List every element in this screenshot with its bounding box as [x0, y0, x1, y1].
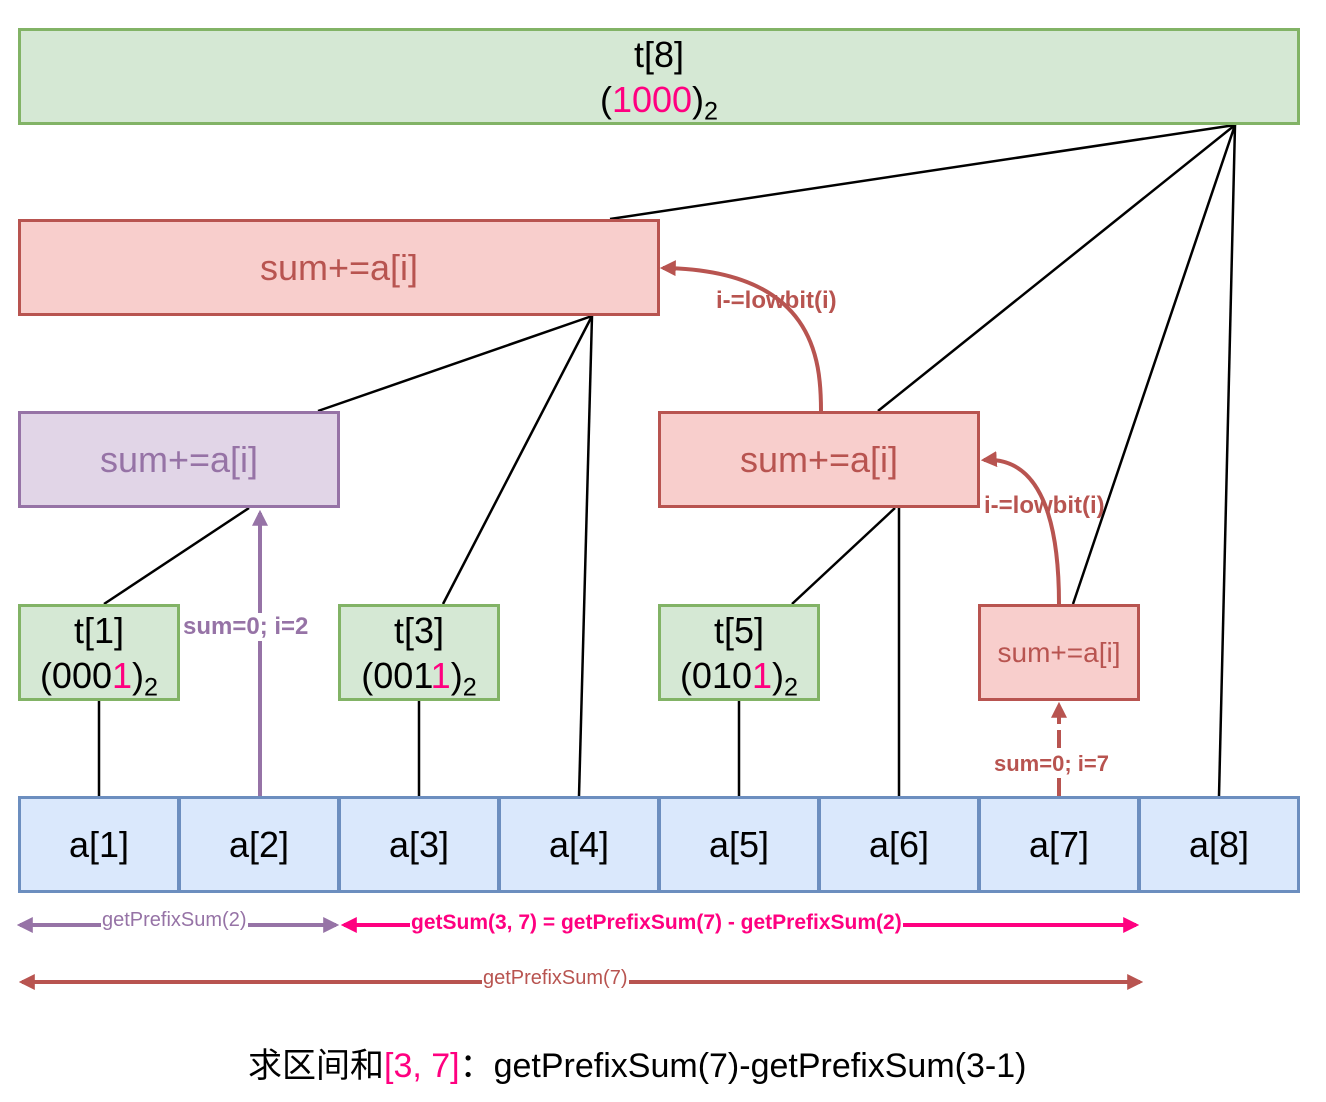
node-t7-label: sum+=a[i]	[997, 637, 1121, 668]
range-prefix7-label: getPrefixSum(7)	[482, 967, 629, 990]
node-t6-sum: sum+=a[i]	[658, 411, 980, 508]
edge-t8-t7	[1071, 124, 1237, 605]
edge-t4-t2	[317, 314, 593, 413]
lowbit-label-upper: i-=lowbit(i)	[716, 287, 837, 314]
edge-t8-a8	[1217, 124, 1237, 797]
array-cell-7-label: a[7]	[1028, 824, 1090, 865]
array-cell-7: a[7]	[978, 796, 1140, 893]
node-t8-title: t[8]	[633, 33, 685, 75]
node-t1-binary: (0001)2	[39, 654, 159, 702]
node-t2-label: sum+=a[i]	[99, 439, 259, 480]
edge-t8-t6	[877, 124, 1236, 412]
tree-edges	[97, 123, 1237, 797]
footer-prefix: 求区间和	[248, 1047, 384, 1085]
init-label-right: sum=0; i=7	[994, 751, 1109, 777]
node-t2-sum: sum+=a[i]	[18, 411, 340, 508]
footer-caption: 求区间和[3, 7]：getPrefixSum(7)-getPrefixSum(…	[248, 1038, 1026, 1087]
node-t4-sum: sum+=a[i]	[18, 219, 660, 316]
node-t1: t[1] (0001)2	[18, 604, 180, 701]
footer-suffix: ：getPrefixSum(7)-getPrefixSum(3-1)	[459, 1047, 1027, 1085]
array-cell-8: a[8]	[1138, 796, 1300, 893]
arrow-lowbit-lower	[980, 451, 1061, 605]
node-t8: t[8] (1000)2	[18, 28, 1300, 125]
array-cell-6: a[6]	[818, 796, 980, 893]
node-t1-title: t[1]	[73, 609, 125, 651]
array-cell-1: a[1]	[18, 796, 180, 893]
node-t3: t[3] (0011)2	[338, 604, 500, 701]
node-t5-title: t[5]	[713, 609, 765, 651]
array-cell-4-label: a[4]	[548, 824, 610, 865]
array-cell-8-label: a[8]	[1188, 824, 1250, 865]
array-cell-4: a[4]	[498, 796, 660, 893]
node-t6-label: sum+=a[i]	[739, 439, 899, 480]
array-cell-1-label: a[1]	[68, 824, 130, 865]
node-t3-title: t[3]	[393, 609, 445, 651]
arrow-lowbit-upper	[659, 260, 823, 412]
node-t5: t[5] (0101)2	[658, 604, 820, 701]
node-t7-sum: sum+=a[i]	[978, 604, 1140, 701]
array-cell-3: a[3]	[338, 796, 500, 893]
edge-t2-t1	[103, 506, 250, 606]
edge-t6-t5	[791, 507, 896, 605]
array-cell-6-label: a[6]	[868, 824, 930, 865]
range-prefix2-label: getPrefixSum(2)	[101, 909, 248, 932]
query-arrows	[252, 260, 1067, 796]
edge-t4-t3	[441, 315, 594, 605]
array-cell-5-label: a[5]	[708, 824, 770, 865]
array-cell-2-label: a[2]	[228, 824, 290, 865]
array-cell-5: a[5]	[658, 796, 820, 893]
edge-t4-a4	[577, 315, 594, 797]
node-t4-label: sum+=a[i]	[259, 247, 419, 288]
range-getsum-label: getSum(3, 7) = getPrefixSum(7) - getPref…	[410, 911, 903, 935]
array-cell-2: a[2]	[178, 796, 340, 893]
node-t3-binary: (0011)2	[361, 654, 477, 702]
lowbit-label-lower: i-=lowbit(i)	[984, 492, 1105, 519]
edge-t8-t4	[609, 123, 1236, 221]
array-cell-3-label: a[3]	[388, 824, 450, 865]
node-t5-binary: (0101)2	[679, 654, 799, 702]
node-t8-binary: (1000)2	[599, 78, 719, 126]
init-label-left: sum=0; i=2	[183, 613, 309, 641]
footer-range: [3, 7]	[384, 1047, 460, 1085]
